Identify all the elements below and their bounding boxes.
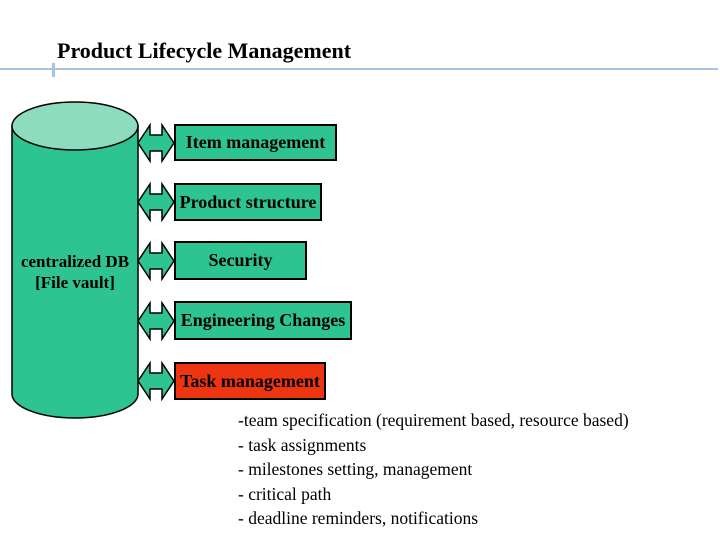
database-label-line2: [File vault] <box>35 273 115 292</box>
database-label-line1: centralized DB <box>20 252 130 271</box>
database-label: centralized DB [File vault] <box>10 251 140 293</box>
page-title: Product Lifecycle Management <box>57 38 352 63</box>
task-detail-item: - critical path <box>238 483 332 504</box>
module-box-item-management: Item management <box>174 124 337 161</box>
double-arrow-icon <box>137 181 175 223</box>
double-arrow-icon <box>137 240 175 282</box>
module-box-security: Security <box>174 241 307 280</box>
title-underline <box>0 68 718 70</box>
task-details-list: -team specification (requirement based, … <box>238 408 629 531</box>
module-box-product-structure: Product structure <box>174 183 322 221</box>
task-detail-item: -team specification (requirement based, … <box>238 410 629 430</box>
task-detail-item: - task assignments <box>238 434 367 455</box>
title-underline-tick <box>52 63 55 77</box>
module-box-engineering-changes: Engineering Changes <box>174 301 352 340</box>
double-arrow-icon <box>137 300 175 342</box>
double-arrow-icon <box>137 122 175 164</box>
task-detail-item: - milestones setting, management <box>238 459 473 479</box>
task-detail-item: - deadline reminders, notifications <box>238 508 479 528</box>
double-arrow-icon <box>137 360 175 402</box>
database-cylinder-icon <box>11 101 139 419</box>
module-box-task-management: Task management <box>174 362 326 400</box>
